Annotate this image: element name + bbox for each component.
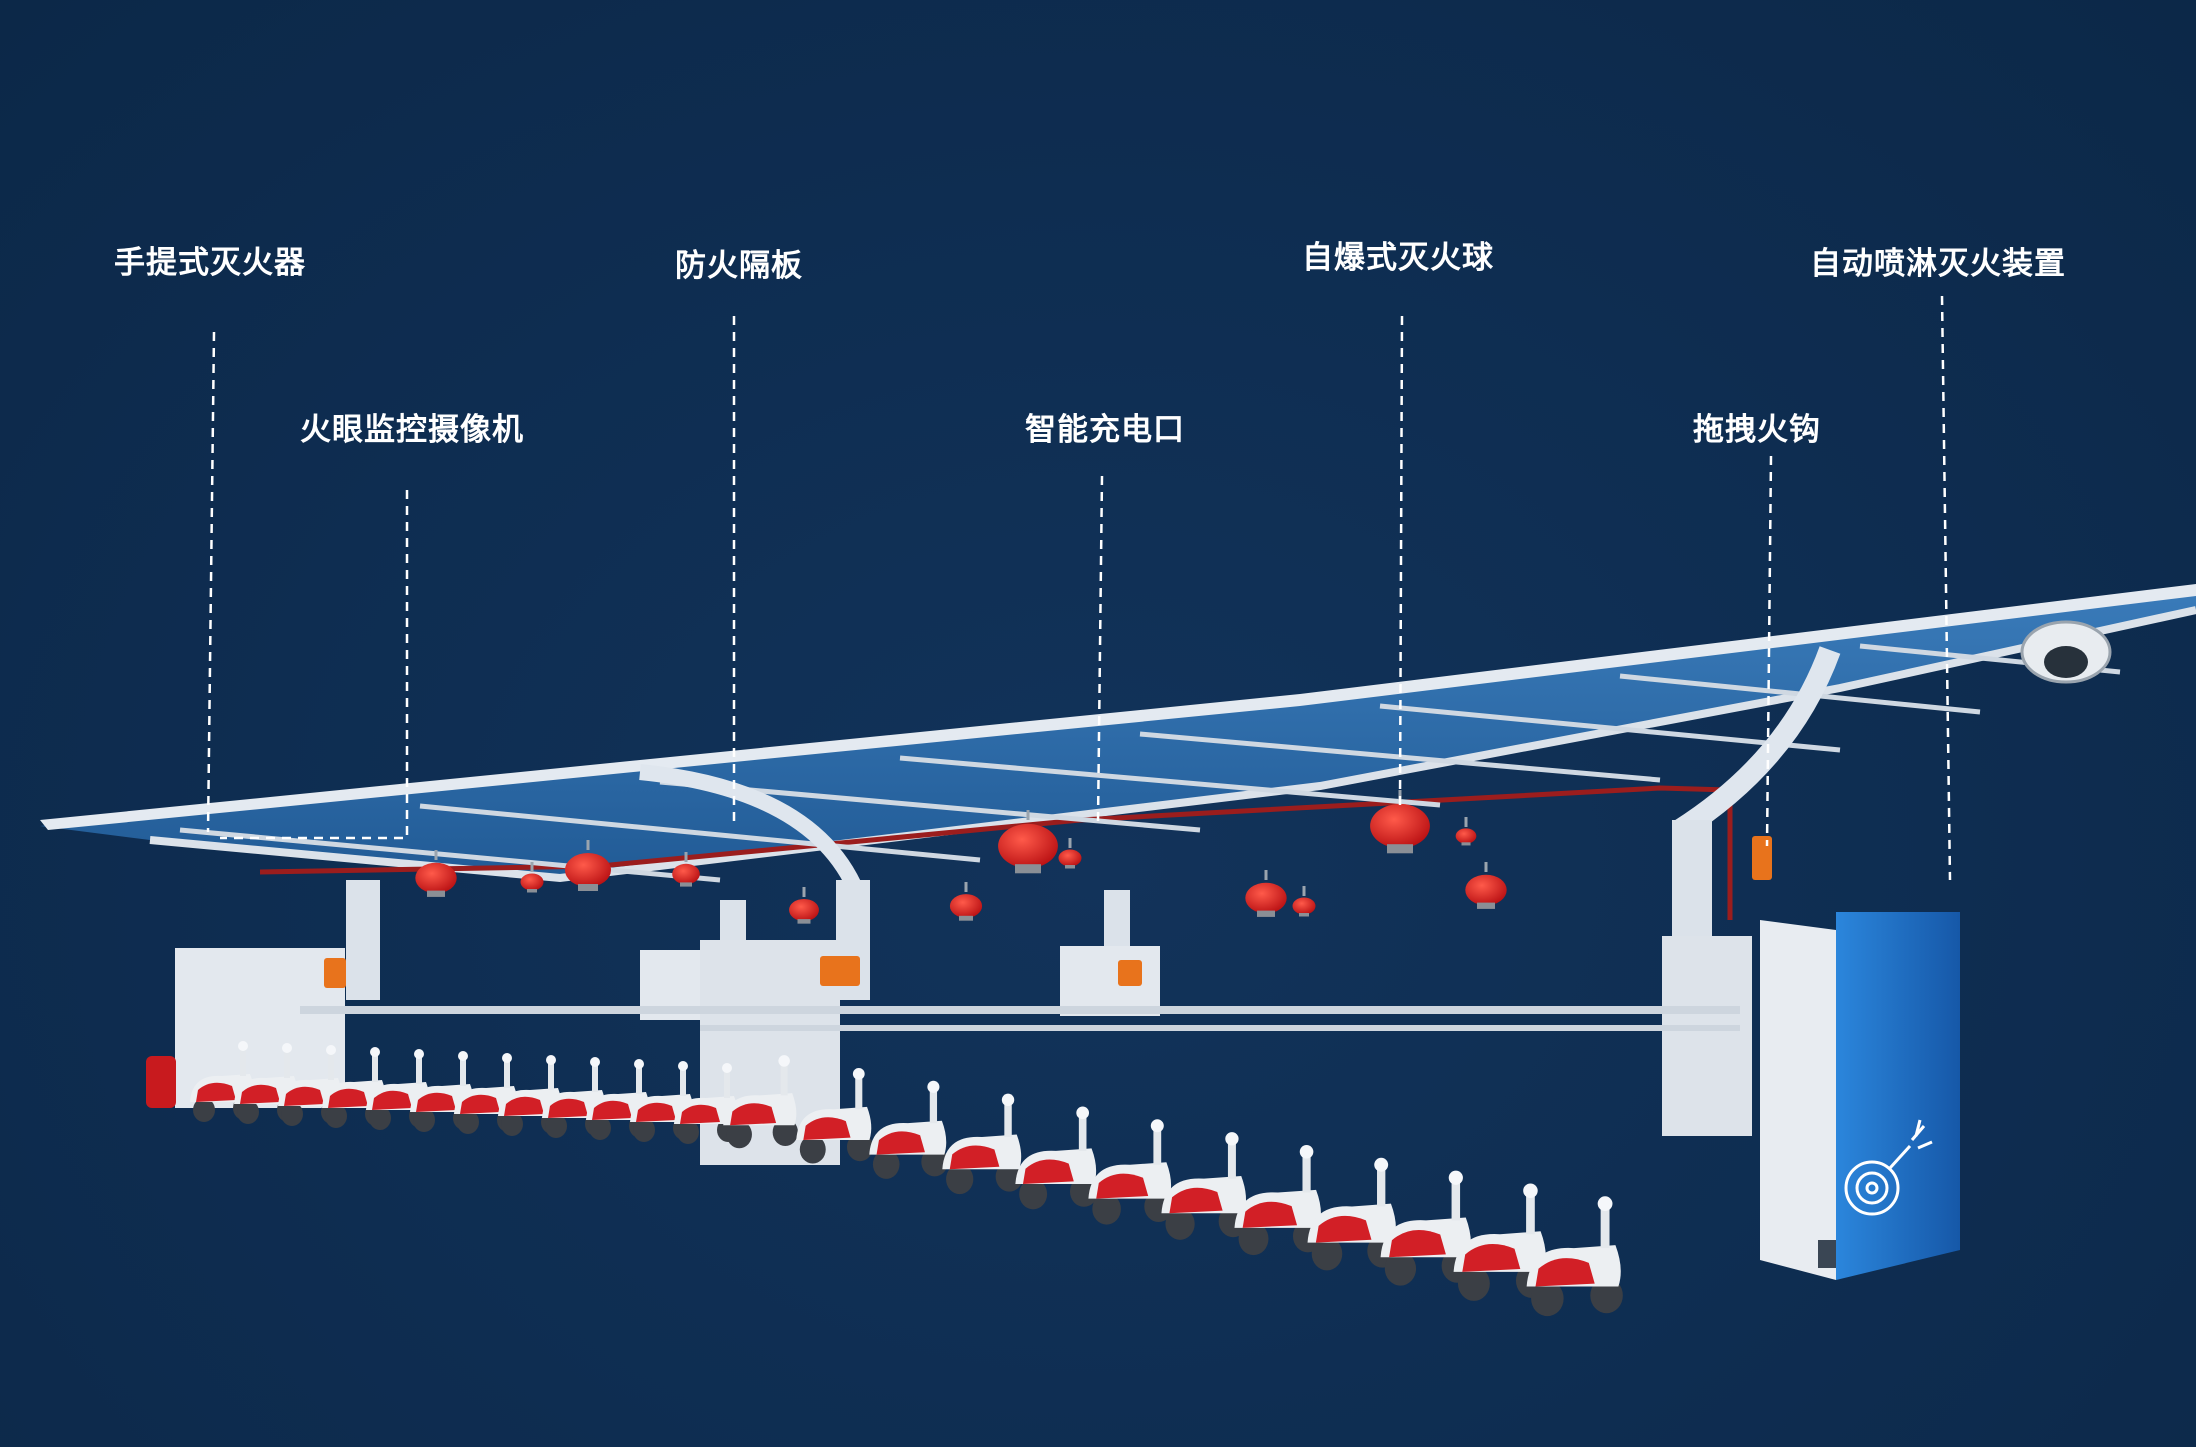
scooters bbox=[190, 1041, 1623, 1317]
scooter bbox=[942, 1093, 1023, 1195]
fire-balls bbox=[415, 790, 1507, 924]
leader-self-explode-fire-ball bbox=[1398, 315, 1404, 806]
fire-ball-icon bbox=[1058, 838, 1082, 869]
leader-drag-fire-hook bbox=[1765, 455, 1773, 847]
label-drag-fire-hook: 拖拽火钩 bbox=[1693, 412, 1821, 448]
label-portable-extinguisher: 手提式灭火器 bbox=[114, 245, 306, 281]
leader-lines bbox=[206, 295, 1952, 881]
scooter bbox=[1161, 1132, 1248, 1240]
fire-ball-icon bbox=[1465, 862, 1507, 909]
fire-ball-icon bbox=[520, 862, 544, 893]
label-auto-sprinkler: 自动喷淋灭火装置 bbox=[1810, 246, 2066, 282]
scooter bbox=[1453, 1183, 1548, 1301]
leader-auto-sprinkler bbox=[1940, 295, 1952, 881]
scooter bbox=[796, 1067, 873, 1164]
label-smart-charging-port: 智能充电口 bbox=[1025, 412, 1185, 448]
scooter bbox=[723, 1055, 798, 1149]
fire-ball-icon bbox=[415, 850, 457, 897]
fire-ball-icon bbox=[565, 840, 611, 891]
fire-hose-icon bbox=[1844, 1119, 1933, 1216]
scooter bbox=[1526, 1196, 1623, 1317]
fire-pipe bbox=[259, 785, 1733, 920]
fire-ball-icon bbox=[789, 887, 819, 924]
canopy-top-edge bbox=[40, 584, 2196, 830]
scooter bbox=[1307, 1157, 1398, 1271]
leader-fire-eye-camera bbox=[220, 490, 409, 840]
fire-ball-icon bbox=[949, 882, 983, 921]
canopy bbox=[40, 584, 2196, 920]
label-fire-partition: 防火隔板 bbox=[675, 248, 803, 284]
fire-ball-icon bbox=[1245, 870, 1287, 917]
label-self-explode-fire-ball: 自爆式灭火球 bbox=[1302, 240, 1494, 276]
fire-ball-icon bbox=[1292, 886, 1316, 917]
canopy-glass bbox=[40, 590, 2196, 880]
label-fire-eye-camera: 火眼监控摄像机 bbox=[300, 412, 524, 448]
sprinkler-cabinet bbox=[1818, 912, 1960, 1280]
leader-smart-charging-port bbox=[1096, 475, 1104, 823]
scooter bbox=[1380, 1170, 1473, 1286]
scooter bbox=[869, 1080, 948, 1179]
scooter bbox=[1015, 1106, 1098, 1210]
fire-ball-icon bbox=[1455, 817, 1477, 846]
fire-ball-icon bbox=[672, 852, 700, 887]
portable-extinguisher-device bbox=[146, 1056, 176, 1108]
fire-ball-icon bbox=[998, 810, 1058, 874]
scooter bbox=[1088, 1119, 1173, 1225]
canopy-front-beam bbox=[149, 606, 2196, 883]
leader-portable-extinguisher bbox=[206, 331, 216, 833]
smart-chargers bbox=[324, 836, 1772, 988]
